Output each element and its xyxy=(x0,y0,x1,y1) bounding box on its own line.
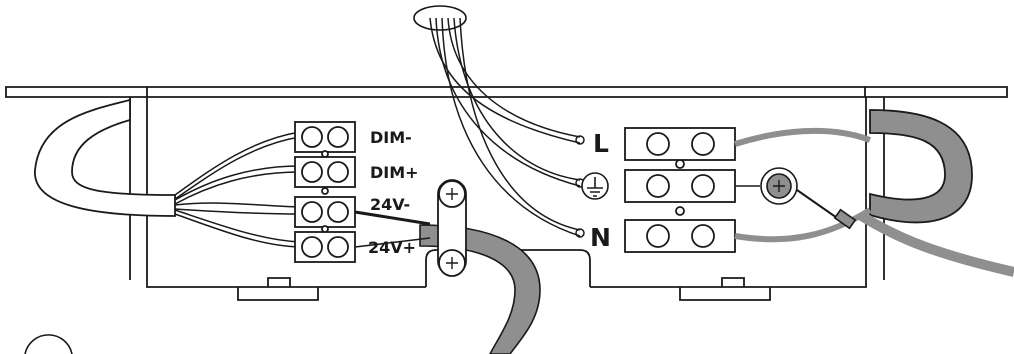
output-cable xyxy=(354,210,541,354)
v24-plus-label: 24V+ xyxy=(368,238,416,257)
right-cable xyxy=(734,109,1014,277)
v24-minus-label: 24V- xyxy=(370,195,410,214)
corner-marker xyxy=(24,334,73,354)
neutral-label: N xyxy=(590,223,611,252)
live-label: L xyxy=(593,129,609,158)
left-cable-wires xyxy=(174,131,301,248)
earth-symbol-icon xyxy=(581,172,609,200)
grommet xyxy=(413,5,467,31)
dim-minus-label: DIM- xyxy=(370,128,412,147)
left-cable xyxy=(34,98,176,217)
mains-wires xyxy=(429,17,581,237)
dim-plus-label: DIM+ xyxy=(370,163,419,182)
earth-screw xyxy=(735,167,857,230)
lv-terminal-block xyxy=(294,121,356,263)
mains-terminal-block xyxy=(624,127,736,253)
housing xyxy=(5,86,1008,301)
cable-clamp xyxy=(437,179,467,277)
